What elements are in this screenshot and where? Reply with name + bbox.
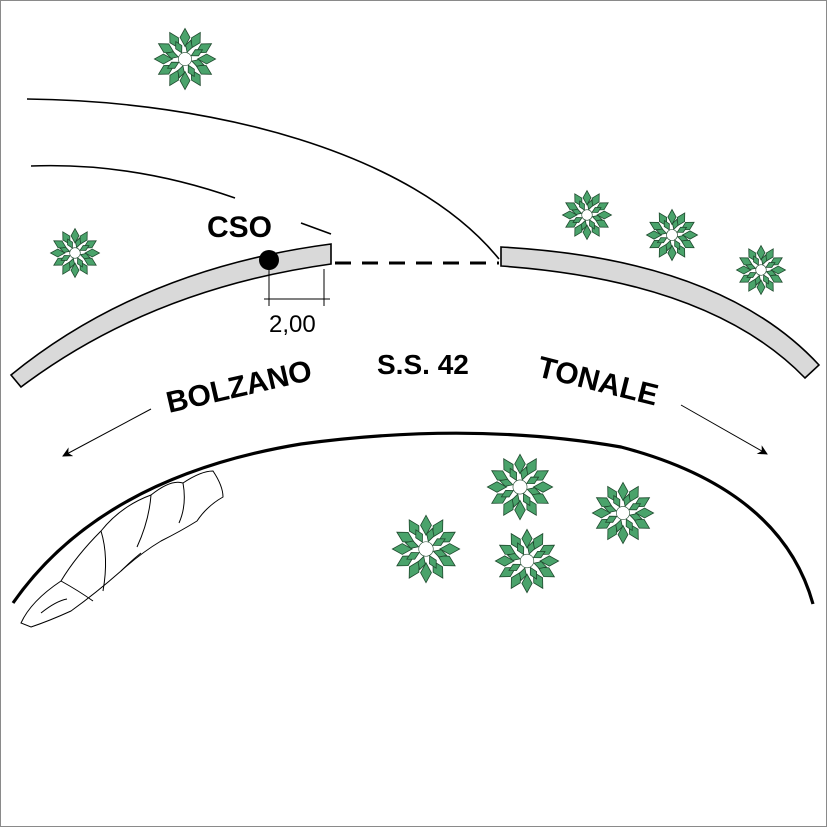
tree-icon [153, 27, 217, 91]
guard-barrier-right [500, 246, 821, 380]
rock-cliff-icon [20, 470, 224, 628]
tree-icon [486, 453, 554, 521]
upper-curve-stub [300, 222, 332, 235]
direction-label-tonale: TONALE [534, 351, 661, 413]
dimension-label: 2,00 [269, 311, 316, 338]
tree-icon [49, 227, 101, 279]
direction-arrow-west [62, 408, 152, 457]
tree-icon [645, 208, 699, 262]
guard-barrier-left [9, 243, 332, 389]
upper-curve-outer [26, 98, 500, 260]
tree-icon [494, 528, 560, 594]
sensor-point-icon [259, 250, 279, 270]
tree-icon [735, 244, 787, 296]
direction-arrow-east [680, 404, 768, 455]
road-name-label: S.S. 42 [377, 349, 469, 380]
trees-layer [49, 27, 787, 594]
tree-icon [391, 514, 461, 584]
road-edge-lower [11, 431, 815, 605]
upper-curve-inner [30, 164, 236, 199]
tree-icon [561, 189, 613, 241]
direction-label-bolzano: BOLZANO [163, 354, 315, 420]
cso-label: CSO [207, 211, 272, 244]
tree-icon [591, 481, 655, 545]
